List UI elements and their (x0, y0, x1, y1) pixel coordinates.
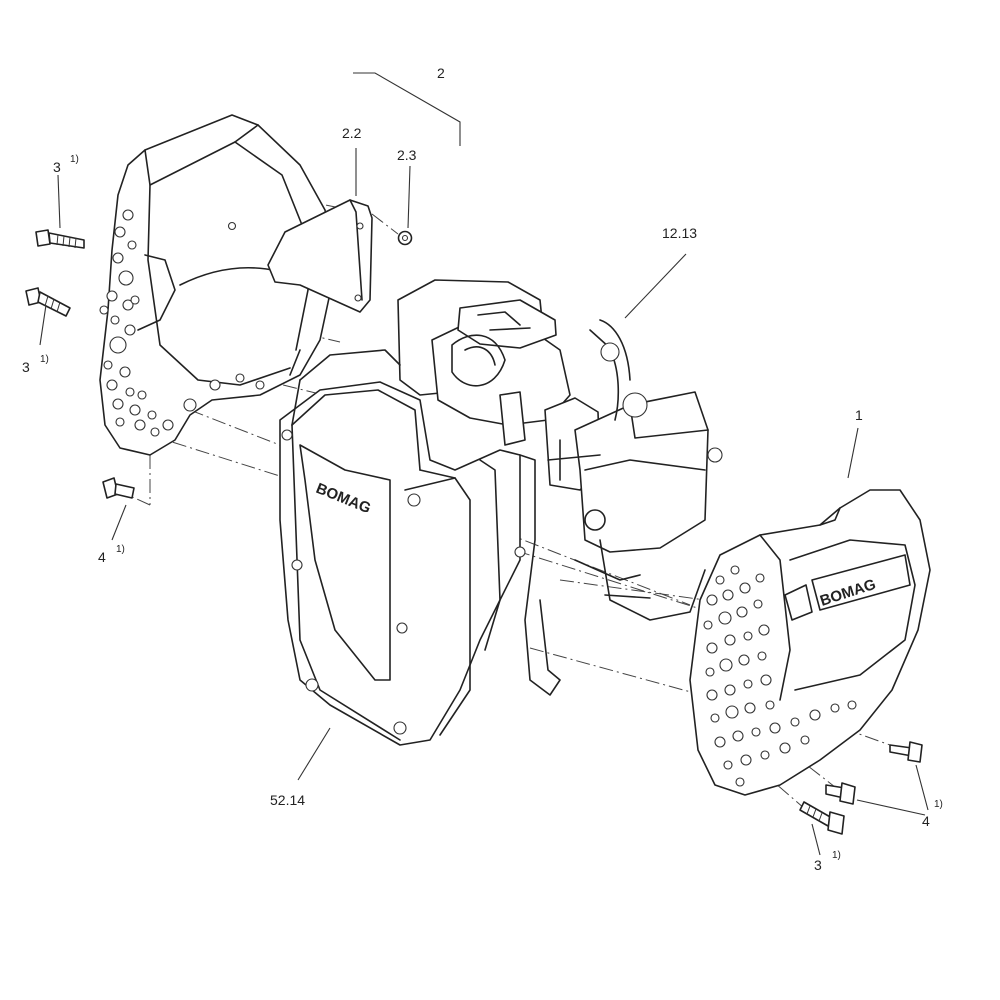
callout-1: 1 (855, 407, 863, 423)
left-cover-holes (99, 209, 265, 437)
footnote-3-mid-left: 1) (40, 354, 49, 365)
screw-4-left (102, 477, 135, 499)
callout-2-3: 2.3 (397, 147, 417, 163)
footnote-3-right: 1) (832, 850, 841, 861)
plate-2-2 (267, 199, 373, 313)
footnote-4-left: 1) (116, 544, 125, 555)
callout-2-2: 2.2 (342, 125, 362, 141)
screw-3-right (799, 801, 845, 835)
callout-12-13: 12.13 (662, 225, 697, 241)
callout-3-mid-left: 3 (22, 359, 30, 375)
nut-2-3 (397, 230, 413, 246)
screw-3-mid-left (25, 287, 71, 317)
engine-12-13 (397, 279, 723, 621)
screw-4-right-lower (825, 782, 856, 805)
callout-52-14: 52.14 (270, 792, 305, 808)
right-side-cover: BOMAG (689, 489, 931, 796)
callout-labels: 2 2.2 2.3 12.13 1 52.14 3 1) 3 1) 4 1) 1… (22, 65, 943, 873)
footnote-3-top-left: 1) (70, 154, 79, 165)
front-panel-52-14: BOMAG (279, 349, 561, 746)
leader-lines (39, 72, 929, 856)
footnote-4-right: 1) (934, 799, 943, 810)
screw-3-top-left (35, 229, 85, 249)
callout-2: 2 (437, 65, 445, 81)
callout-3-top-left: 3 (53, 159, 61, 175)
callout-4-right: 4 (922, 813, 930, 829)
callout-3-right: 3 (814, 857, 822, 873)
right-cover-holes (703, 565, 857, 787)
screw-4-right-upper (889, 741, 923, 763)
callout-4-left: 4 (98, 549, 106, 565)
left-side-cover (99, 114, 336, 456)
